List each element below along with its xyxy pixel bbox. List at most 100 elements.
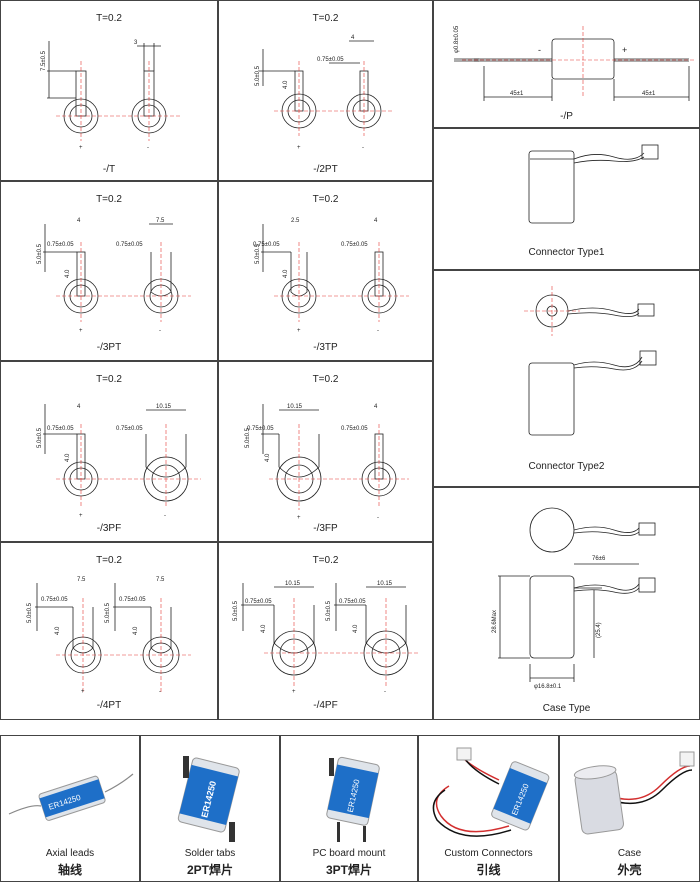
svg-text:10.15: 10.15	[156, 404, 172, 410]
panel-t: T=0.2 7.5±0.5 3 + - -/T	[0, 0, 218, 181]
svg-text:+: +	[81, 689, 85, 695]
svg-text:φ0.8±0.05: φ0.8±0.05	[454, 25, 460, 53]
product-strip: ER14250 Axial leads 轴线 ER14250 Solder ta…	[0, 735, 700, 882]
caption: -/3PT	[96, 342, 122, 353]
svg-text:0.75±0.05: 0.75±0.05	[47, 242, 74, 248]
caption: Connector Type1	[528, 247, 605, 258]
svg-text:0.75±0.05: 0.75±0.05	[247, 426, 274, 432]
product-name-en: Custom Connectors	[444, 848, 533, 859]
panel-connector-type1: Connector Type1	[433, 128, 700, 270]
svg-text:+: +	[622, 45, 627, 55]
drawing-2pt: 5.0±0.5 4.0 4 0.75±0.05 + -	[255, 35, 394, 151]
thickness-label: T=0.2	[96, 374, 122, 385]
drawing-case-type: 76±6 28.6Max (25.4) φ16.8±0.1	[492, 507, 656, 690]
svg-text:0.75±0.05: 0.75±0.05	[47, 426, 74, 432]
svg-text:-: -	[538, 45, 541, 55]
caption: -/4PT	[96, 700, 122, 711]
svg-text:4.0: 4.0	[65, 269, 71, 278]
svg-text:0.75±0.05: 0.75±0.05	[341, 426, 368, 432]
svg-text:4.0: 4.0	[133, 626, 139, 635]
svg-text:4.0: 4.0	[265, 453, 271, 462]
thickness-label: T=0.2	[96, 13, 122, 24]
panel-connector-type2: Connector Type2	[433, 270, 700, 487]
svg-text:-: -	[384, 689, 386, 695]
svg-text:7.5: 7.5	[156, 577, 165, 583]
svg-text:4.0: 4.0	[261, 624, 267, 633]
battery-pcb-icon: ER14250	[326, 756, 380, 842]
svg-text:5.0±0.5: 5.0±0.5	[233, 600, 239, 621]
svg-text:-: -	[159, 328, 161, 334]
panel-3tp: T=0.2 5.0±0.5 4.0 2.5 4 0.75±0.05 0.75±0…	[218, 181, 433, 361]
product-axial-leads: ER14250 Axial leads 轴线	[0, 735, 140, 882]
product-name-cn: 轴线	[57, 863, 82, 877]
svg-text:5.0±0.5: 5.0±0.5	[255, 65, 261, 86]
product-case: Case 外壳	[559, 735, 700, 882]
svg-text:10.15: 10.15	[285, 581, 301, 587]
product-name-cn: 引线	[476, 863, 501, 877]
svg-text:-: -	[159, 689, 161, 695]
svg-text:4: 4	[374, 218, 378, 224]
thickness-label: T=0.2	[312, 555, 339, 566]
svg-text:0.75±0.05: 0.75±0.05	[341, 242, 368, 248]
svg-text:5.0±0.5: 5.0±0.5	[326, 600, 332, 621]
drawing-grid: T=0.2 7.5±0.5 3 + - -/T T=0.2	[0, 0, 700, 720]
caption: -/3TP	[313, 342, 338, 353]
svg-text:7.5: 7.5	[156, 218, 165, 224]
panel-4pf: T=0.2 5.0±0.5 5.0±0.5 4.0 4.0 10.15 10.1…	[218, 542, 433, 720]
caption: Connector Type2	[528, 461, 605, 472]
thickness-label: T=0.2	[96, 194, 122, 205]
svg-text:76±6: 76±6	[592, 556, 606, 562]
svg-text:0.75±0.05: 0.75±0.05	[41, 597, 68, 603]
svg-text:φ16.8±0.1: φ16.8±0.1	[534, 684, 562, 690]
svg-text:0.75±0.05: 0.75±0.05	[339, 599, 366, 605]
drawing-connector-type2	[524, 286, 657, 436]
panel-case-type: 76±6 28.6Max (25.4) φ16.8±0.1 Case Type	[433, 487, 700, 720]
thickness-label: T=0.2	[312, 374, 339, 385]
svg-text:+: +	[297, 515, 301, 521]
thickness-label: T=0.2	[312, 13, 339, 24]
svg-text:(25.4): (25.4)	[596, 622, 602, 638]
drawing-3fp: 5.0±0.5 4.0 10.15 4 0.75±0.05 0.75±0.05 …	[245, 404, 409, 521]
panel-4pt: T=0.2 5.0±0.5 5.0±0.5 4.0 4.0 7.5 7.5 0.…	[0, 542, 218, 720]
svg-text:+: +	[297, 328, 301, 334]
svg-text:5.0±0.5: 5.0±0.5	[37, 427, 43, 448]
svg-text:4.0: 4.0	[55, 626, 61, 635]
caption: -/3FP	[313, 523, 338, 534]
drawing-3pt: 5.0±0.5 4.0 4 7.5 0.75±0.05 0.75±0.05 + …	[37, 218, 191, 334]
svg-text:2.5: 2.5	[291, 218, 300, 224]
svg-text:4.0: 4.0	[353, 624, 359, 633]
svg-text:45±1: 45±1	[510, 91, 524, 97]
svg-text:5.0±0.5: 5.0±0.5	[27, 602, 33, 623]
drawing-3tp: 5.0±0.5 4.0 2.5 4 0.75±0.05 0.75±0.05 + …	[253, 218, 409, 334]
drawing-4pf: 5.0±0.5 5.0±0.5 4.0 4.0 10.15 10.15 0.75…	[233, 581, 419, 695]
svg-text:7.5±0.5: 7.5±0.5	[41, 50, 47, 71]
svg-text:4.0: 4.0	[65, 453, 71, 462]
caption: -/4PF	[313, 700, 338, 711]
battery-case-icon	[573, 751, 695, 835]
battery-axial-icon: ER14250	[8, 773, 134, 821]
svg-text:+: +	[297, 145, 301, 151]
panel-3pf: T=0.2 5.0±0.5 4.0 4 10.15 0.75±0.05 0.75…	[0, 361, 218, 542]
caption: -/2PT	[313, 164, 338, 175]
svg-text:5.0±0.5: 5.0±0.5	[37, 243, 43, 264]
product-name-en: Case	[617, 848, 642, 859]
drawing-4pt: 5.0±0.5 5.0±0.5 4.0 4.0 7.5 7.5 0.75±0.0…	[27, 577, 191, 695]
svg-text:0.75±0.05: 0.75±0.05	[317, 57, 344, 63]
product-solder-tabs: ER14250 Solder tabs 2PT焊片	[140, 735, 280, 882]
svg-text:4.0: 4.0	[283, 80, 289, 89]
svg-text:45±1: 45±1	[642, 91, 656, 97]
svg-text:+: +	[79, 145, 83, 151]
svg-text:4: 4	[374, 404, 378, 410]
caption: -/3PF	[96, 523, 122, 534]
product-name-cn: 3PT焊片	[325, 863, 372, 877]
battery-solder-tabs-icon: ER14250	[177, 756, 240, 842]
drawing-t: 7.5±0.5 3 + -	[41, 40, 181, 151]
svg-text:3: 3	[134, 40, 138, 46]
svg-text:+: +	[79, 513, 83, 519]
svg-text:0.75±0.05: 0.75±0.05	[245, 599, 272, 605]
svg-text:5.0±0.5: 5.0±0.5	[245, 427, 251, 448]
drawing-connector-type1	[528, 144, 659, 224]
thickness-label: T=0.2	[312, 194, 339, 205]
panel-3pt: T=0.2 5.0±0.5 4.0 4 7.5 0.75±0.05 0.75±0…	[0, 181, 218, 361]
